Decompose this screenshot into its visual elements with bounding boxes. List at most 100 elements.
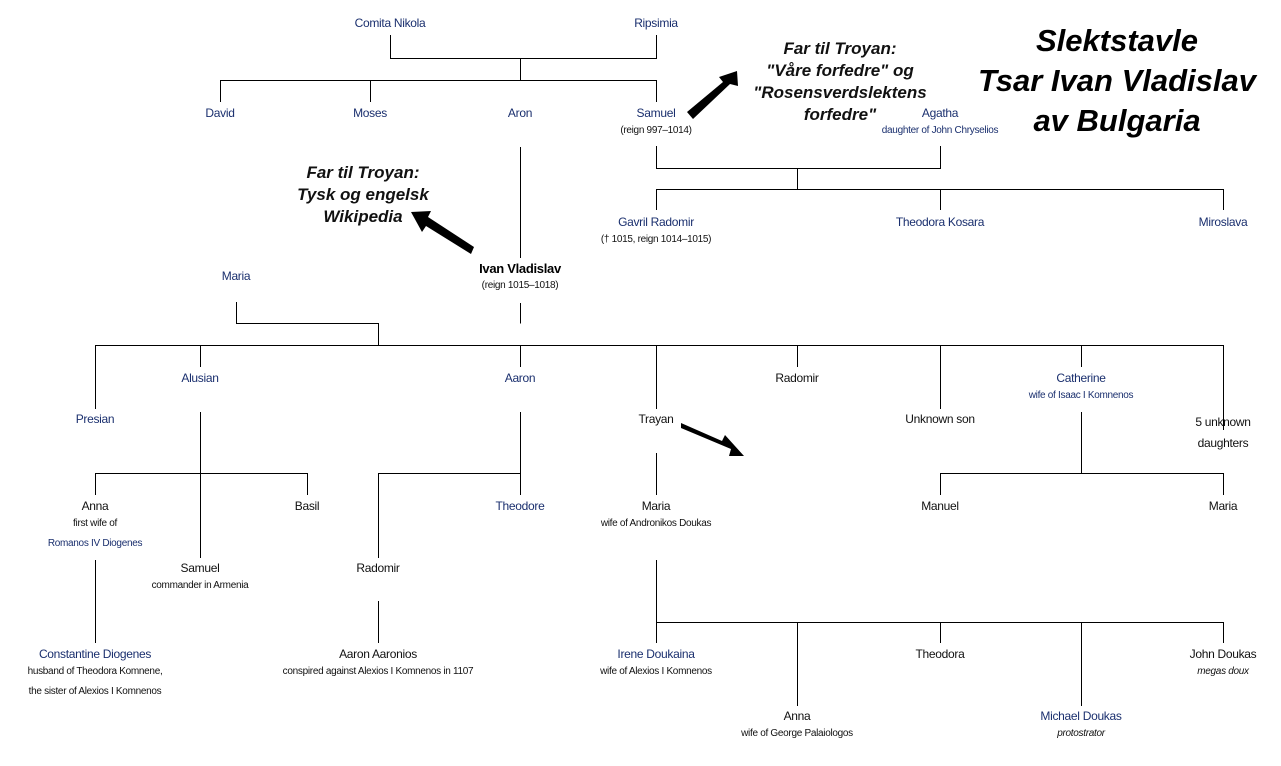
person-alusian[interactable]: Alusian <box>181 371 219 386</box>
connector-samuel-agatha <box>656 146 941 169</box>
person-anna-palaiologos[interactable]: Anna wife of George Palaiologos <box>741 709 853 744</box>
person-name: Anna <box>81 499 109 513</box>
person-ripsimia[interactable]: Ripsimia <box>634 16 678 31</box>
person-david[interactable]: David <box>205 106 234 121</box>
person-ivan-vladislav[interactable]: Ivan Vladislav (reign 1015–1018) <box>479 261 561 296</box>
person-note: megas doux <box>1197 666 1249 677</box>
person-samuel-armenia: Samuel commander in Armenia <box>152 561 249 596</box>
person-theodora: Theodora <box>916 647 965 662</box>
person-note[interactable]: wife of George Palaiologos <box>741 728 853 739</box>
person-constantine-diogenes[interactable]: Constantine Diogenes husband of Theodora… <box>28 647 163 702</box>
person-name[interactable]: Theodora Kosara <box>895 215 985 229</box>
person-name[interactable]: Comita Nikola <box>354 16 426 30</box>
person-radomir-son: Radomir <box>775 371 819 386</box>
person-catherine[interactable]: Catherine wife of Isaac I Komnenos <box>1029 371 1134 406</box>
person-name[interactable]: Maria <box>221 269 251 283</box>
person-theodore[interactable]: Theodore <box>496 499 545 514</box>
person-name[interactable]: Irene Doukaina <box>617 647 695 661</box>
person-name[interactable]: Theodore <box>495 499 545 513</box>
person-maria-doukas[interactable]: Maria wife of Andronikos Doukas <box>600 499 712 534</box>
connector-maria-doukas-children <box>656 560 1224 706</box>
person-samuel[interactable]: Samuel (reign 997–1014) <box>620 106 692 141</box>
person-note: protostrator <box>1057 728 1105 739</box>
person-gavril-radomir[interactable]: Gavril Radomir († 1015, reign 1014–1015) <box>600 215 712 250</box>
annotation-aron: Far til Troyan: Tysk og engelsk Wikipedi… <box>268 162 458 228</box>
person-note: (reign 997–1014) <box>620 125 692 136</box>
title-line-1: Slektstavle <box>1036 23 1198 58</box>
annotation-samuel-line-3: "Rosensverdslektens <box>753 83 927 102</box>
annotation-aron-line-3: Wikipedia <box>323 207 403 226</box>
person-name[interactable]: Michael Doukas <box>1040 709 1122 723</box>
person-note: wife of Alexios I Komnenos <box>600 666 712 677</box>
connector-catherine-children <box>940 412 1224 495</box>
person-name: Radomir <box>356 561 400 575</box>
person-name[interactable]: Ivan Vladislav <box>479 261 561 276</box>
person-name[interactable]: Alusian <box>181 371 219 385</box>
person-name[interactable]: Samuel <box>636 106 676 120</box>
person-anna-diogenes[interactable]: Anna first wife of Romanos IV Diogenes <box>47 499 143 554</box>
person-basil[interactable]: Basil <box>295 499 320 514</box>
person-name: Aaron Aaronios <box>339 647 417 661</box>
person-note: husband of Theodora Komnene, <box>27 666 163 677</box>
person-radomir-grandson: Radomir <box>356 561 400 576</box>
title-line-2: Tsar Ivan Vladislav <box>977 63 1256 98</box>
person-name: Radomir <box>775 371 819 385</box>
person-note[interactable]: wife of Andronikos Doukas <box>600 518 712 529</box>
person-john-doukas[interactable]: John Doukas megas doux <box>1190 647 1257 682</box>
person-maria-wife[interactable]: Maria <box>222 269 251 284</box>
title-line-3: av Bulgaria <box>1033 103 1201 138</box>
person-agatha[interactable]: Agatha daughter of John Chryselios <box>881 106 999 141</box>
arrow-to-samuel <box>687 71 738 119</box>
person-aaron[interactable]: Aaron <box>505 371 536 386</box>
person-name: Samuel <box>180 561 220 575</box>
catherine-note-text[interactable]: wife of Isaac I Komnenos <box>1028 390 1134 401</box>
person-name: Trayan <box>638 412 674 426</box>
person-aron[interactable]: Aron <box>508 106 532 121</box>
person-name[interactable]: Moses <box>353 106 387 120</box>
annotation-aron-line-2: Tysk og engelsk <box>297 185 429 204</box>
person-trayan: Trayan <box>638 412 673 427</box>
person-name[interactable]: Aaron <box>504 371 536 385</box>
person-name: 5 unknown <box>1195 415 1251 429</box>
person-note-link[interactable]: Romanos IV Diogenes <box>47 538 143 549</box>
chart-title: Slektstavle Tsar Ivan Vladislav av Bulga… <box>962 21 1272 141</box>
person-note-line-2: the sister of Alexios I Komnenos <box>28 686 162 697</box>
connector-ivan-maria <box>236 302 521 346</box>
person-note: conspired against Alexios I Komnenos in … <box>282 666 474 677</box>
person-name[interactable]: Presian <box>75 412 115 426</box>
person-name[interactable]: Miroslava <box>1198 215 1248 229</box>
person-note: († 1015, reign 1014–1015) <box>600 234 712 245</box>
person-note[interactable]: daughter of John Chryselios <box>881 125 999 136</box>
person-name: Maria <box>1208 499 1238 513</box>
annotation-samuel-line-1: Far til Troyan: <box>783 39 897 58</box>
person-theodora-kosara[interactable]: Theodora Kosara <box>895 215 985 230</box>
person-moses[interactable]: Moses <box>353 106 387 121</box>
person-note: (reign 1015–1018) <box>481 280 559 291</box>
person-name-line-2: daughters <box>1197 436 1249 450</box>
person-comita-nikola[interactable]: Comita Nikola <box>355 16 426 31</box>
person-name[interactable]: Agatha <box>921 106 959 120</box>
connector-comita-ripsimia <box>390 35 657 59</box>
person-michael-doukas[interactable]: Michael Doukas protostrator <box>1040 709 1121 744</box>
person-name[interactable]: Aron <box>507 106 533 120</box>
person-name[interactable]: Ripsimia <box>634 16 678 30</box>
person-name: Unknown son <box>905 412 975 426</box>
person-name: Theodora <box>915 647 965 661</box>
person-maria-komnene: Maria <box>1209 499 1238 514</box>
person-name[interactable]: Catherine <box>1056 371 1106 385</box>
person-name: John Doukas <box>1189 647 1257 661</box>
person-note: first wife of <box>73 518 117 529</box>
annotation-samuel-line-2: "Våre forfedre" og <box>766 61 914 80</box>
person-note: commander in Armenia <box>151 580 249 591</box>
person-name[interactable]: Constantine Diogenes <box>38 647 152 661</box>
person-name[interactable]: Gavril Radomir <box>618 215 694 229</box>
person-name[interactable]: David <box>205 106 235 120</box>
person-irene-doukaina[interactable]: Irene Doukaina wife of Alexios I Komneno… <box>600 647 712 682</box>
person-aaron-aaronios: Aaron Aaronios conspired against Alexios… <box>283 647 474 682</box>
person-presian[interactable]: Presian <box>76 412 115 427</box>
person-unknown-son: Unknown son <box>905 412 975 427</box>
person-miroslava[interactable]: Miroslava <box>1199 215 1248 230</box>
person-name: Manuel <box>921 499 959 513</box>
person-manuel: Manuel <box>921 499 959 514</box>
